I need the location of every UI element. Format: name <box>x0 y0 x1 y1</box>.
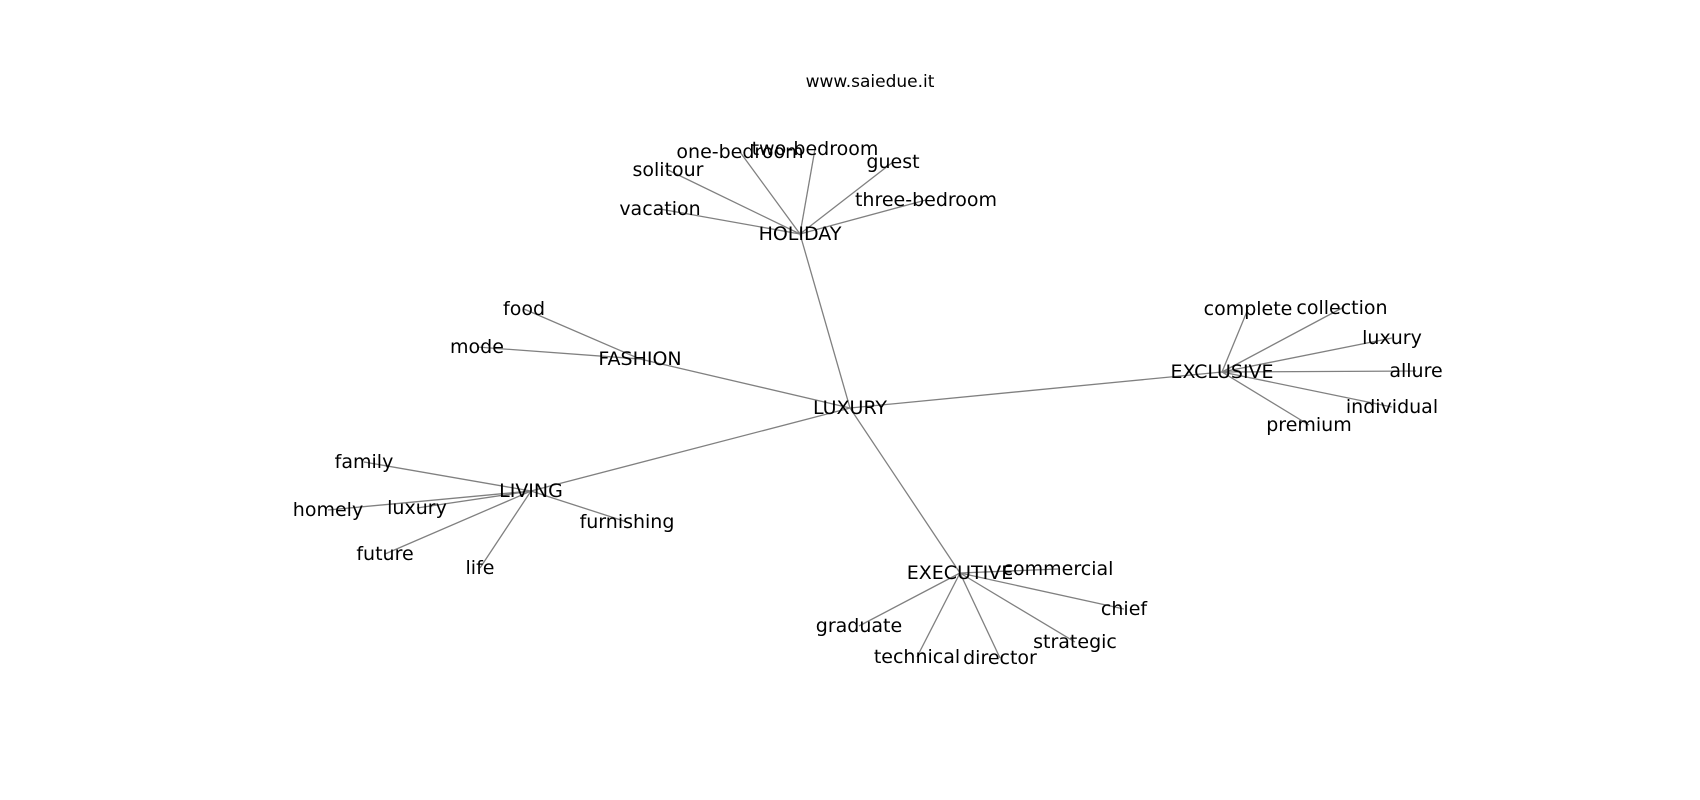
edge-executive-chief <box>959 572 1125 610</box>
node-hub-executive: EXECUTIVE <box>907 562 1013 584</box>
edge-root-fashion <box>639 358 851 409</box>
node-leaf-fashion-food: food <box>503 298 545 320</box>
edge-holiday-one-bedroom <box>739 151 801 235</box>
edge-root-exclusive <box>849 371 1223 409</box>
node-layer: LUXURY HOLIDAY vacation solitourone-bedroom… <box>293 138 1443 669</box>
node-leaf-holiday-two-bedroom: two-bedroom <box>752 138 879 160</box>
node-leaf-holiday-three-bedroom: three-bedroom <box>855 189 997 211</box>
node-leaf-holiday-solitour: solitour <box>632 159 703 181</box>
edge-exclusive-allure <box>1221 370 1417 373</box>
node-hub-exclusive: EXCLUSIVE <box>1170 361 1273 383</box>
node-leaf-executive-technical: technical <box>874 646 960 668</box>
node-leaf-executive-commercial: commercial <box>1003 558 1114 580</box>
edge-exclusive-premium <box>1221 371 1310 426</box>
edge-living-luxury <box>416 490 532 509</box>
node-leaf-living-furnishing: furnishing <box>580 511 675 533</box>
node-leaf-exclusive-collection: collection <box>1296 297 1387 319</box>
edge-holiday-vacation <box>659 208 801 235</box>
edge-executive-technical <box>916 572 961 658</box>
edge-fashion-food <box>523 308 641 360</box>
node-root: LUXURY <box>813 397 887 419</box>
edge-living-homely <box>327 490 532 511</box>
node-leaf-holiday-vacation: vacation <box>619 198 700 220</box>
node-leaf-living-family: family <box>335 451 394 473</box>
edge-living-furnishing <box>530 490 628 523</box>
node-leaf-executive-director: director <box>963 647 1037 669</box>
edge-exclusive-collection <box>1221 307 1343 373</box>
node-leaf-living-life: life <box>466 557 495 579</box>
edge-living-future <box>384 490 532 555</box>
node-leaf-holiday-guest: guest <box>866 151 919 173</box>
node-leaf-executive-chief: chief <box>1101 598 1148 620</box>
edge-exclusive-luxury <box>1221 337 1393 373</box>
edge-exclusive-complete <box>1221 308 1249 373</box>
node-leaf-living-luxury: luxury <box>387 497 447 519</box>
edge-holiday-three-bedroom <box>799 199 927 235</box>
edge-holiday-solitour <box>667 169 801 235</box>
node-leaf-fashion-mode: mode <box>450 336 504 358</box>
edge-executive-director <box>959 572 1001 659</box>
node-leaf-exclusive-individual: individual <box>1346 396 1438 418</box>
edge-fashion-mode <box>476 346 641 360</box>
node-leaf-executive-graduate: graduate <box>816 615 902 637</box>
node-hub-holiday: HOLIDAY <box>759 223 842 245</box>
node-leaf-holiday-one-bedroom: one-bedroom <box>676 141 803 163</box>
edge-root-holiday <box>799 233 851 409</box>
node-leaf-exclusive-luxury: luxury <box>1362 327 1422 349</box>
edge-exclusive-individual <box>1221 371 1393 408</box>
node-hub-fashion: FASHION <box>598 348 681 370</box>
node-leaf-exclusive-complete: complete <box>1204 298 1293 320</box>
edge-living-life <box>479 490 532 569</box>
node-leaf-executive-strategic: strategic <box>1033 631 1117 653</box>
node-leaf-living-homely: homely <box>293 499 363 521</box>
edge-root-executive <box>849 407 961 574</box>
edge-executive-commercial <box>959 568 1059 574</box>
node-leaf-exclusive-premium: premium <box>1266 414 1351 436</box>
edge-holiday-two-bedroom <box>799 148 816 235</box>
node-hub-living: LIVING <box>499 480 563 502</box>
edge-holiday-guest <box>799 161 894 235</box>
node-leaf-exclusive-allure: allure <box>1389 360 1442 382</box>
diagram-title: www.saiedue.it <box>806 72 935 92</box>
edge-executive-strategic <box>959 572 1076 643</box>
edge-living-family <box>363 461 532 492</box>
edge-root-living <box>530 407 851 492</box>
edge-executive-graduate <box>858 572 961 627</box>
node-leaf-living-future: future <box>356 543 413 565</box>
edge-layer <box>327 148 1417 659</box>
